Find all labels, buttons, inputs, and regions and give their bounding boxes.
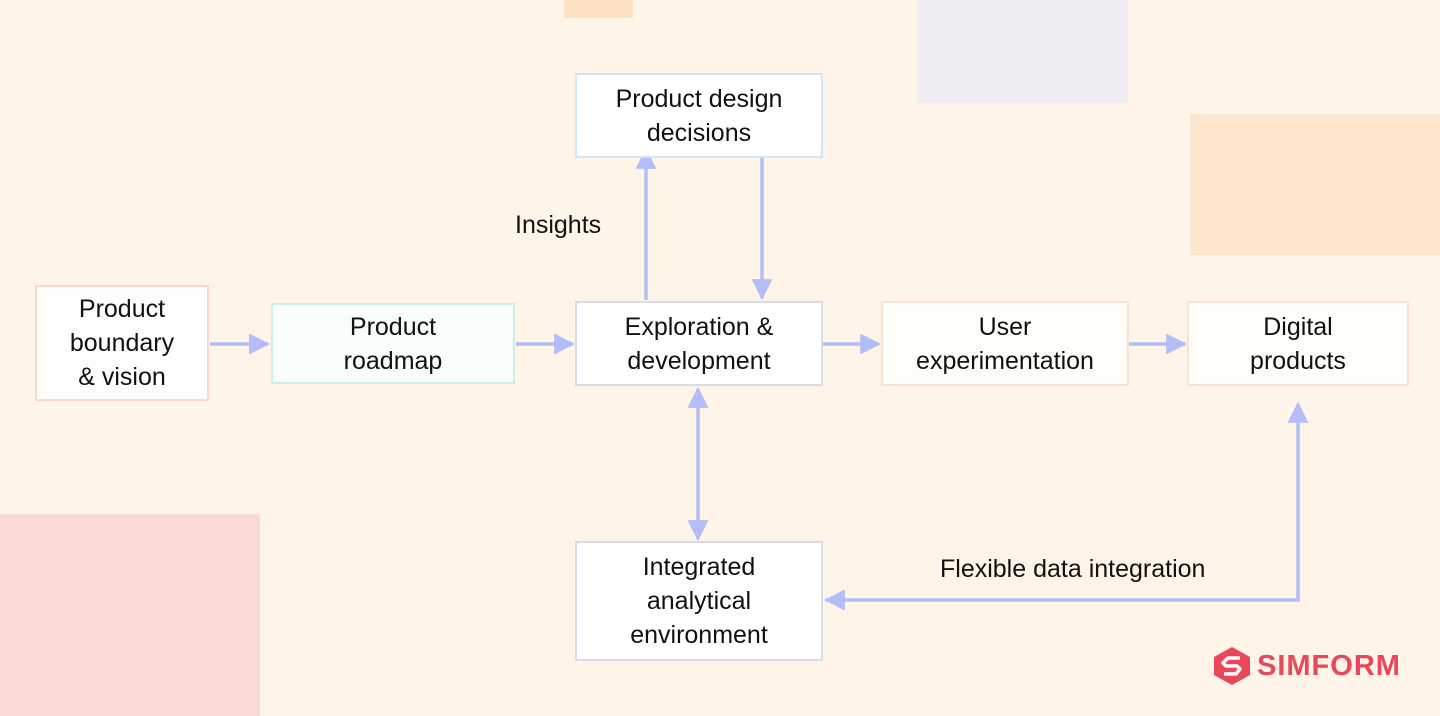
decorative-block	[564, 0, 633, 18]
node-exploration-development: Exploration & development	[575, 301, 823, 386]
node-digital-products: Digital products	[1187, 301, 1409, 386]
decorative-block	[1190, 114, 1440, 255]
brand-logo: SIMFORM	[1213, 646, 1401, 686]
edge-label-insights: Insights	[515, 211, 602, 239]
decorative-block	[918, 0, 1128, 103]
node-integrated-analytical-environment: Integrated analytical environment	[575, 541, 823, 661]
node-product-roadmap: Product roadmap	[271, 303, 515, 384]
simform-logo-icon	[1214, 647, 1250, 685]
node-user-experimentation: User experimentation	[881, 301, 1129, 386]
logo-text: SIMFORM	[1257, 649, 1401, 682]
arrow-digital-to-integrated	[823, 401, 1309, 611]
node-product-design-decisions: Product design decisions	[575, 73, 823, 158]
edge-label-flexible-data-integration: Flexible data integration	[940, 555, 1206, 583]
decorative-block	[0, 514, 260, 716]
node-product-boundary: Product boundary & vision	[35, 285, 209, 401]
